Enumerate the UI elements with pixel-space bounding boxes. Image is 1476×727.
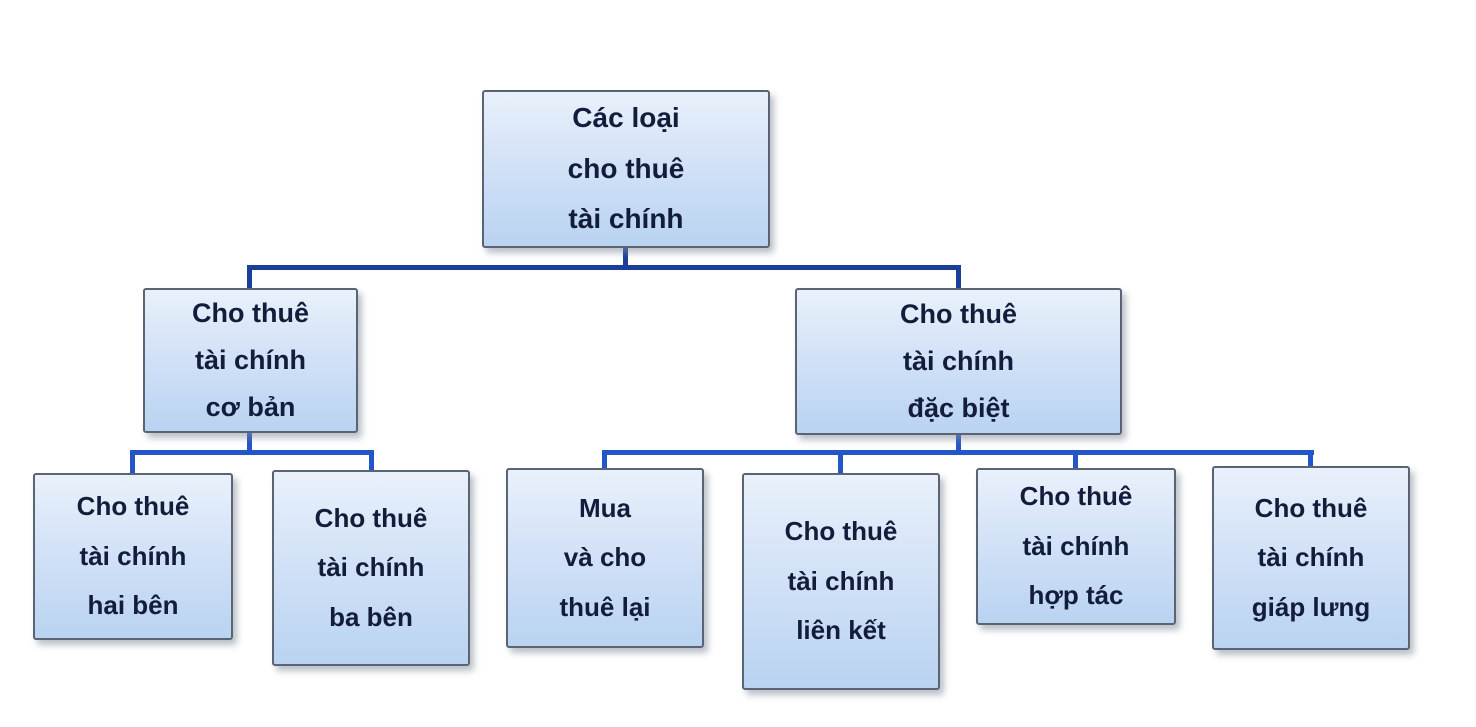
- node-cho-thue-tai-chinh-dac-biet: Cho thuê tài chính đặc biệt: [795, 288, 1122, 435]
- node-mua-va-cho-thue-lai: Mua và cho thuê lại: [506, 468, 704, 648]
- node-cho-thue-tai-chinh-hai-ben: Cho thuê tài chính hai bên: [33, 473, 233, 640]
- node-cho-thue-tai-chinh-ba-ben: Cho thuê tài chính ba bên: [272, 470, 470, 666]
- node-cho-thue-tai-chinh-giap-lung: Cho thuê tài chính giáp lưng: [1212, 466, 1410, 650]
- connector-basic-stem: [247, 433, 252, 454]
- node-cho-thue-tai-chinh-co-ban: Cho thuê tài chính cơ bản: [143, 288, 358, 433]
- connector-drop-hop-tac: [1073, 452, 1078, 470]
- connector-drop-giap-lung: [1308, 452, 1313, 468]
- connector-drop-mua-va-cho-thue-lai: [602, 452, 607, 470]
- connector-drop-lien-ket: [838, 452, 843, 475]
- connector-right-horizontal: [602, 450, 1314, 455]
- connector-root-stem: [623, 248, 628, 270]
- node-cho-thue-tai-chinh-lien-ket: Cho thuê tài chính liên kết: [742, 473, 940, 690]
- connector-drop-ba-ben: [369, 452, 374, 472]
- connector-left-horizontal: [130, 450, 374, 455]
- connector-drop-basic: [247, 268, 252, 290]
- connector-top-horizontal: [247, 265, 961, 270]
- connector-drop-special: [956, 268, 961, 290]
- connector-special-stem: [956, 435, 961, 454]
- node-root-cac-loai-cho-thue-tai-chinh: Các loại cho thuê tài chính: [482, 90, 770, 248]
- node-cho-thue-tai-chinh-hop-tac: Cho thuê tài chính hợp tác: [976, 468, 1176, 625]
- connector-drop-hai-ben: [130, 452, 135, 475]
